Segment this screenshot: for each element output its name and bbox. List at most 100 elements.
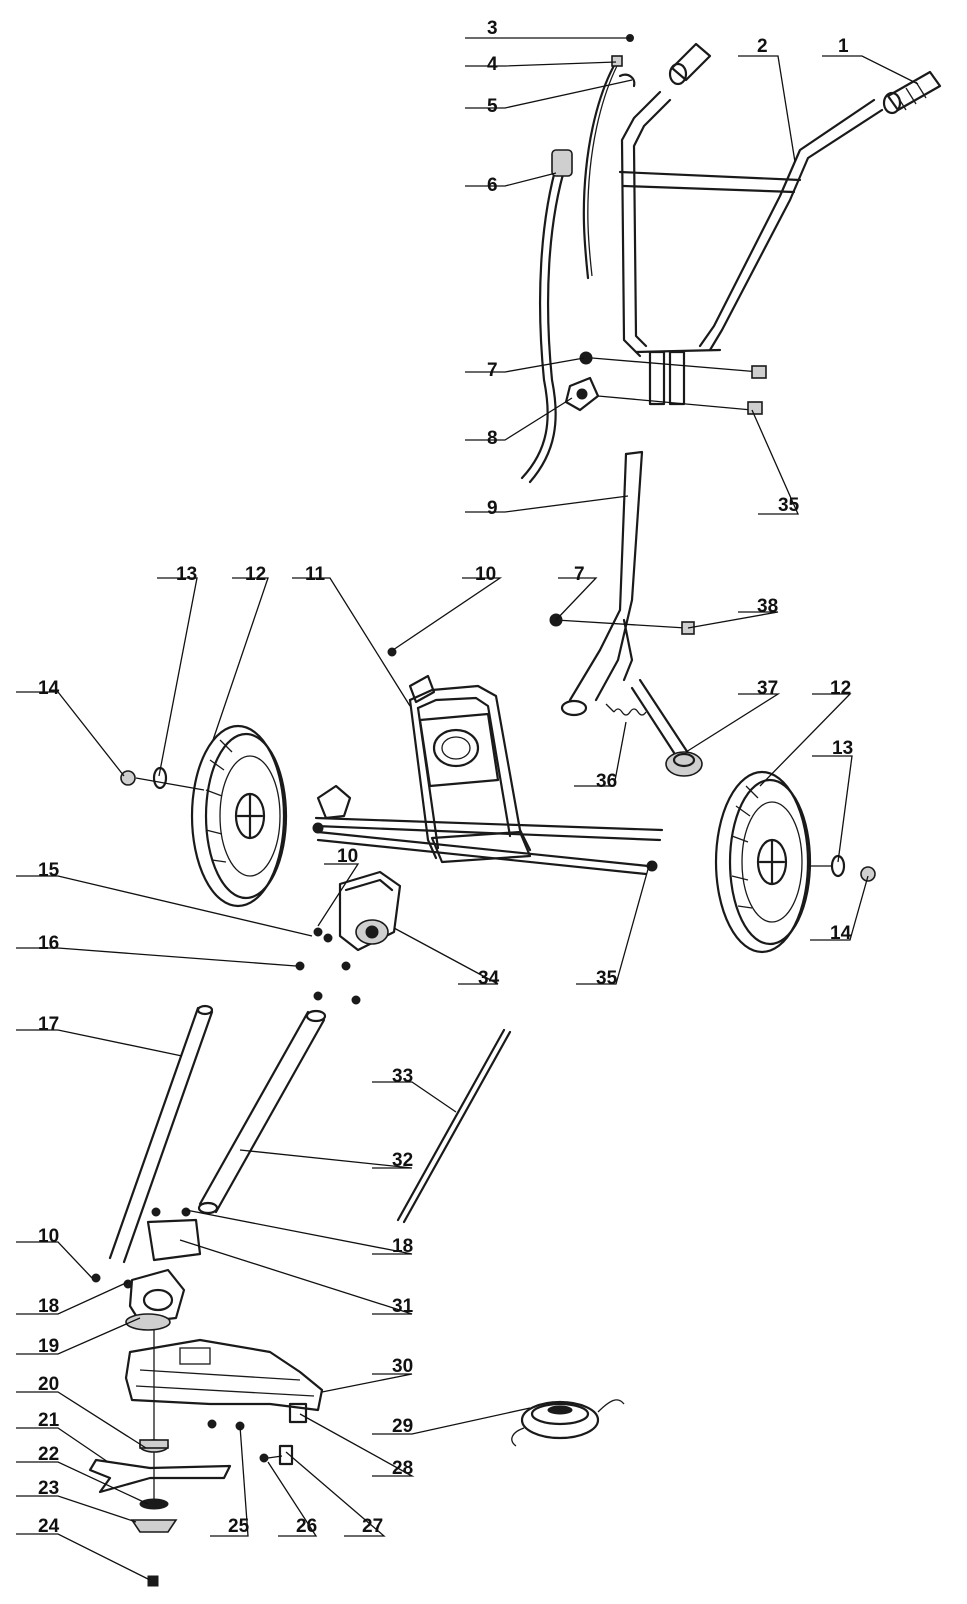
callout-number: 13 xyxy=(176,564,197,585)
callout-c12b: 12 xyxy=(759,678,852,787)
wheel-left-part-12 xyxy=(190,724,288,908)
callout-c18b: 18 xyxy=(16,1281,129,1317)
callout-number: 34 xyxy=(478,968,500,989)
throttle-lever-part-5 xyxy=(618,73,636,88)
leader-line xyxy=(16,1391,147,1449)
callout-number: 14 xyxy=(830,923,852,944)
callout-c6: 6 xyxy=(465,172,557,196)
nut-part-14-left xyxy=(120,770,136,786)
leader-line xyxy=(212,577,269,741)
bolt-part-15 xyxy=(313,927,323,937)
callout-number: 12 xyxy=(830,678,851,699)
leader-line xyxy=(393,927,499,985)
clamp-part-34 xyxy=(338,870,402,952)
tube-part-17 xyxy=(108,1004,214,1264)
callout-number: 9 xyxy=(487,498,498,519)
callout-number: 11 xyxy=(305,564,326,585)
leader-line xyxy=(210,1425,249,1537)
callout-c8: 8 xyxy=(465,397,573,449)
leader-line xyxy=(465,397,573,441)
handle-grip-right xyxy=(882,70,942,115)
callout-c14b: 14 xyxy=(810,875,869,944)
callout-number: 8 xyxy=(487,428,498,449)
callout-number: 21 xyxy=(38,1410,60,1431)
plate-part-27 xyxy=(278,1444,294,1466)
callout-c27: 27 xyxy=(285,1451,386,1537)
callout-c23: 23 xyxy=(16,1478,137,1523)
callout-c22: 22 xyxy=(16,1444,149,1505)
nut-part-14-right xyxy=(860,866,876,882)
screw-part-26 xyxy=(259,1453,269,1463)
callout-number: 12 xyxy=(245,564,266,585)
callout-c37: 37 xyxy=(685,678,781,753)
callout-number: 35 xyxy=(778,495,800,516)
callout-number: 28 xyxy=(392,1458,413,1479)
leader-line xyxy=(392,577,503,651)
callout-c30: 30 xyxy=(321,1356,413,1393)
callout-number: 26 xyxy=(296,1516,317,1537)
callout-c15: 15 xyxy=(16,860,313,937)
callout-number: 3 xyxy=(487,18,498,39)
callout-number: 7 xyxy=(487,360,498,381)
callout-number: 5 xyxy=(487,96,498,117)
callout-c5: 5 xyxy=(465,79,633,117)
washer-part-22 xyxy=(139,1498,169,1510)
callout-number: 36 xyxy=(596,771,617,792)
leader-line xyxy=(321,1373,413,1393)
callout-number: 10 xyxy=(475,564,496,585)
drive-rod-part-33 xyxy=(396,1028,512,1224)
callout-c31: 31 xyxy=(179,1239,414,1317)
cup-part-23 xyxy=(130,1519,178,1533)
callout-c1: 1 xyxy=(822,36,919,85)
callout-c24: 24 xyxy=(16,1516,151,1581)
callout-number: 20 xyxy=(38,1374,59,1395)
leader-line xyxy=(751,409,799,515)
leader-line xyxy=(465,357,585,373)
callout-c10a: 10 xyxy=(392,564,503,651)
leader-line xyxy=(16,1241,93,1279)
callout-number: 15 xyxy=(38,860,60,881)
callout-number: 25 xyxy=(228,1516,250,1537)
knob-part-8 xyxy=(564,376,600,412)
stand-leg-part-37 xyxy=(630,678,703,777)
callout-number: 14 xyxy=(38,678,60,699)
leader-line xyxy=(285,1451,386,1537)
nut-part-24 xyxy=(147,1575,159,1587)
callout-c20: 20 xyxy=(16,1374,147,1449)
callout-number: 1 xyxy=(838,36,849,57)
callout-number: 29 xyxy=(392,1416,413,1437)
callout-number: 18 xyxy=(38,1296,59,1317)
callout-c7b: 7 xyxy=(555,564,598,621)
leader-line xyxy=(465,172,557,187)
trimmer-head-part-29 xyxy=(511,1399,625,1447)
callout-number: 13 xyxy=(832,738,853,759)
leader-line xyxy=(16,947,297,967)
callout-c35b: 35 xyxy=(576,861,651,989)
callout-c13b: 13 xyxy=(812,738,853,863)
callout-number: 35 xyxy=(596,968,618,989)
handlebar-frame xyxy=(618,90,884,406)
callout-c14a: 14 xyxy=(16,678,125,777)
leader-line xyxy=(267,1461,318,1537)
bracket-part-28 xyxy=(288,1402,308,1424)
leader-line xyxy=(812,755,853,863)
callout-c3: 3 xyxy=(465,18,630,39)
callout-c9: 9 xyxy=(465,495,629,519)
main-shaft-part-32 xyxy=(197,1009,327,1215)
callout-number: 19 xyxy=(38,1336,59,1357)
callout-c29: 29 xyxy=(372,1407,531,1437)
leader-line xyxy=(574,721,627,787)
bolt-part-35-upper xyxy=(747,401,763,415)
leader-line xyxy=(16,1533,151,1581)
leader-line xyxy=(465,79,633,109)
nut-part-16 xyxy=(295,961,305,971)
wheel-right-part-12 xyxy=(714,770,812,954)
callout-c11: 11 xyxy=(292,564,411,707)
callout-number: 10 xyxy=(38,1226,59,1247)
leader-line xyxy=(555,577,598,621)
callout-c34: 34 xyxy=(393,927,500,989)
callout-number: 31 xyxy=(392,1296,414,1317)
callout-number: 6 xyxy=(487,175,498,196)
callout-c7a: 7 xyxy=(465,357,585,381)
